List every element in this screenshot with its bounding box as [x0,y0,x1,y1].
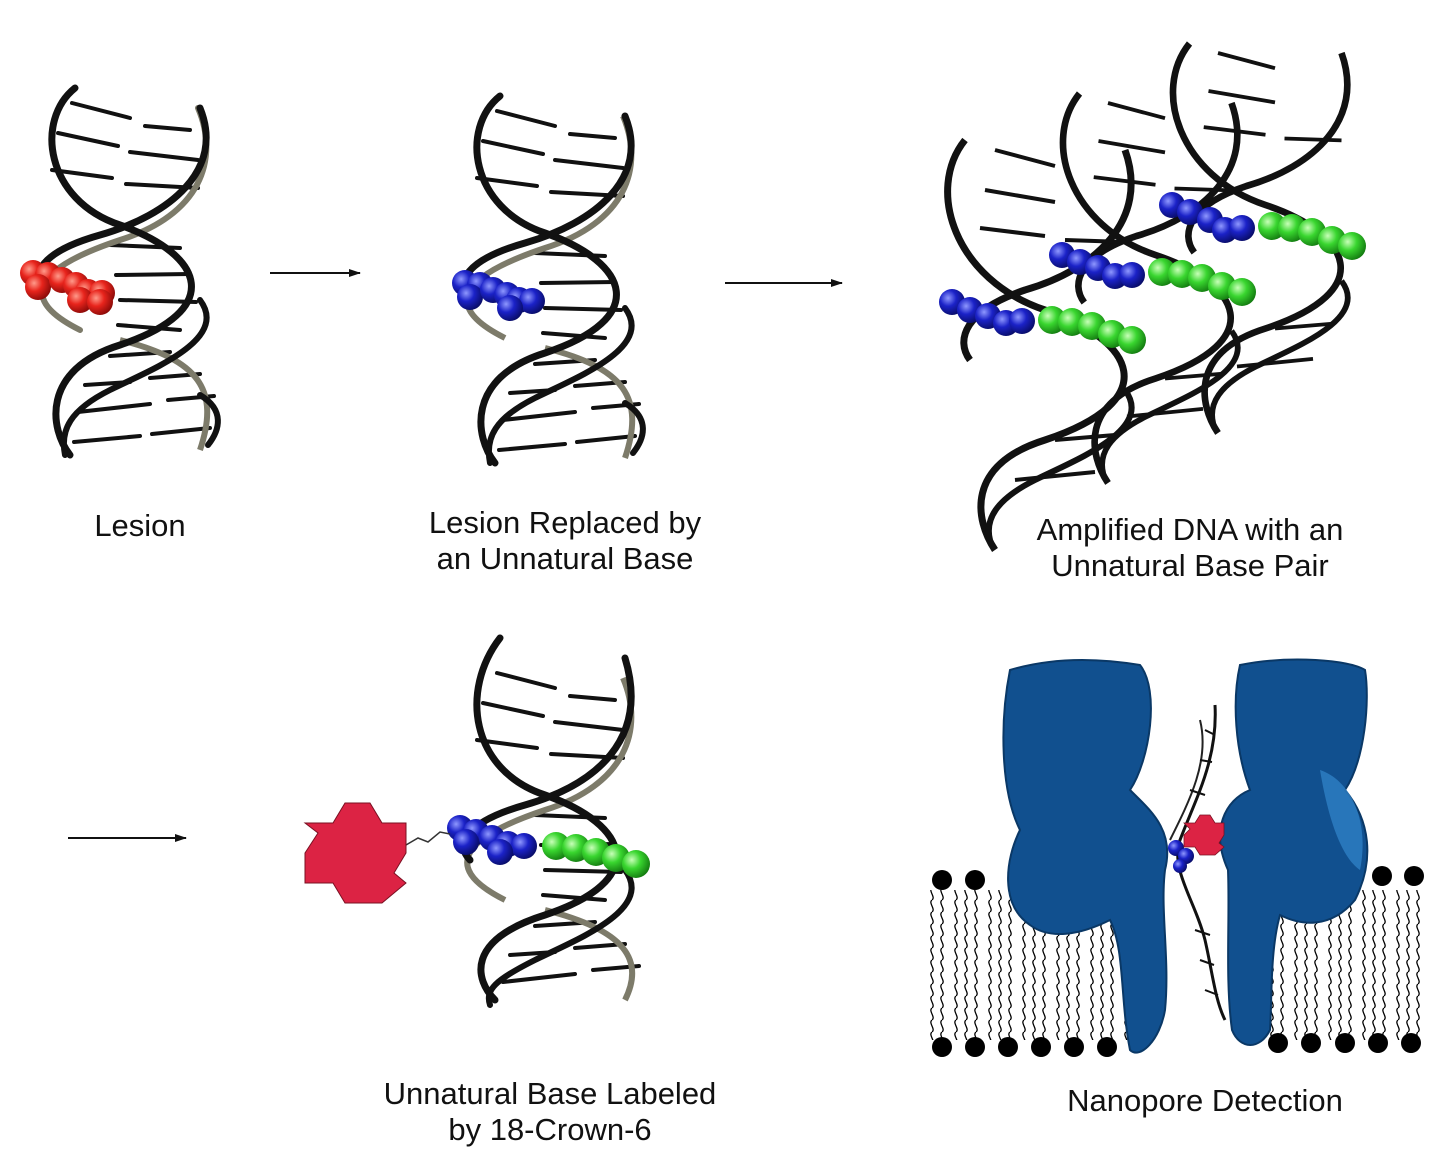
crown-ether-icon [303,802,407,904]
membrane [930,866,1425,1057]
caption-replaced-line1: Lesion Replaced by [428,505,702,540]
dna-helix-lesion [20,84,221,459]
unnatural-base [452,270,545,321]
linker [405,831,451,846]
caption-nanopore: Nanopore Detection [1030,1083,1380,1119]
nanopore-protein [1002,658,1369,1054]
base-pair-back [1159,192,1366,260]
lesion-base [20,260,115,315]
caption-replaced-line2: an Unnatural Base [436,541,694,576]
labeled-base-pair [447,815,650,878]
caption-labeled-line2: by 18-Crown-6 [448,1112,652,1147]
dna-helix-labeled [460,634,641,1008]
caption-labeled: Unnatural Base Labeled by 18-Crown-6 [350,1076,750,1148]
caption-replaced: Lesion Replaced by an Unnatural Base [390,505,740,577]
caption-lesion: Lesion [60,508,220,544]
crown-ether-icon [1183,814,1225,856]
caption-nanopore-text: Nanopore Detection [1067,1083,1343,1118]
caption-lesion-text: Lesion [94,508,186,543]
translocating-dna [1168,704,1227,1021]
caption-amplified-line1: Amplified DNA with an [1036,512,1344,547]
caption-amplified: Amplified DNA with an Unnatural Base Pai… [1000,512,1380,584]
caption-labeled-line1: Unnatural Base Labeled [383,1076,717,1111]
caption-amplified-line2: Unnatural Base Pair [1051,548,1329,583]
dna-helix-replaced [452,92,646,467]
base-pair-front [939,289,1146,354]
dna-helix-amplified-middle [1059,91,1241,485]
dna-helix-amplified-front [944,137,1135,552]
base-pair-middle [1049,242,1256,306]
